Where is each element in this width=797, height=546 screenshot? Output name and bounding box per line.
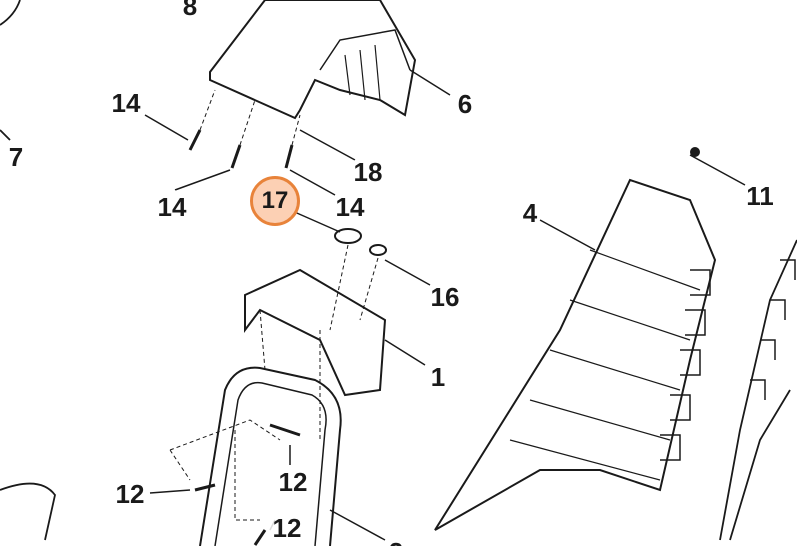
callout-11[interactable]: 11 — [742, 179, 778, 213]
callout-7[interactable]: 7 — [4, 140, 28, 174]
callout-2-bottom[interactable]: 2 — [384, 535, 408, 546]
callout-18[interactable]: 18 — [349, 155, 387, 189]
part-1-bracket — [244, 268, 387, 397]
part-6-cover — [209, 0, 417, 120]
callout-1[interactable]: 1 — [426, 360, 450, 394]
callout-12-left[interactable]: 12 — [111, 477, 149, 511]
callout-14-top[interactable]: 14 — [107, 86, 145, 120]
callout-4[interactable]: 4 — [518, 196, 542, 230]
callout-14-right[interactable]: 14 — [331, 190, 369, 224]
callout-17-highlighted[interactable]: 17 — [250, 176, 300, 226]
part-4-panel — [434, 178, 717, 531]
callout-12-bottom[interactable]: 12 — [268, 511, 306, 545]
callout-16[interactable]: 16 — [426, 280, 464, 314]
callout-8-top[interactable]: 8 — [178, 0, 202, 23]
callout-12-middle[interactable]: 12 — [274, 465, 312, 499]
callout-6[interactable]: 6 — [453, 87, 477, 121]
callout-14-left[interactable]: 14 — [153, 190, 191, 224]
